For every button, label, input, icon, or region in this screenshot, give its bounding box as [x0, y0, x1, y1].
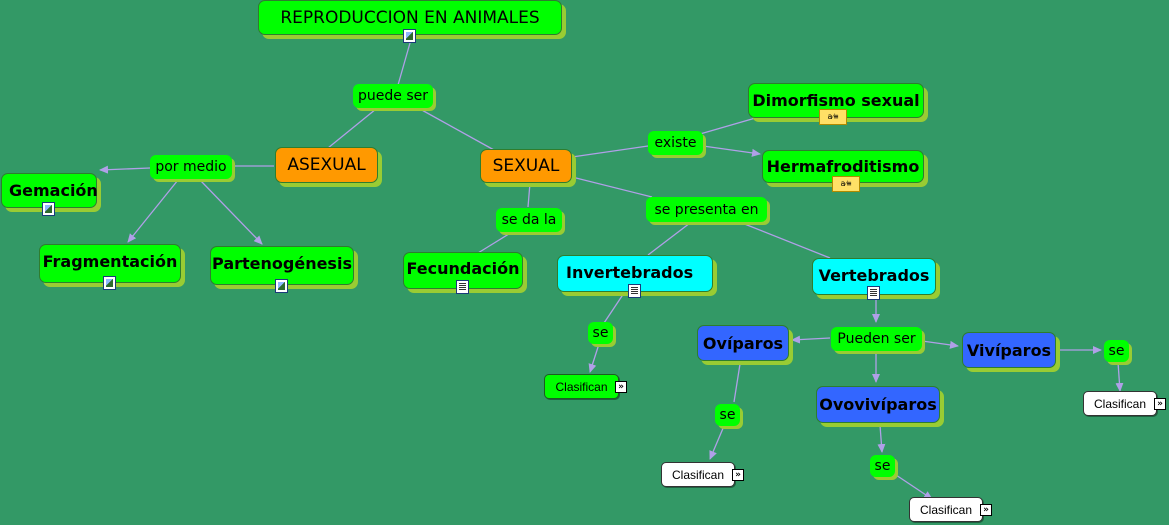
line-puedeser-asexual: [327, 108, 377, 149]
line-se-clasifican-invertebrados: [588, 343, 600, 373]
line-puedenser-oviparos: [791, 335, 831, 344]
link-puede-ser: puede ser: [353, 84, 433, 108]
line-sedala-fecundacion: [477, 231, 513, 254]
line-se-clasifican-ovoviviparos: [895, 474, 933, 500]
clasifican-button[interactable]: Clasifican: [1083, 391, 1157, 416]
line-sexual-sepresenta: [571, 176, 653, 198]
concept-dimorfismo-sexual[interactable]: Dimorfismo sexual: [748, 83, 924, 118]
double-chevron-icon[interactable]: »: [1154, 398, 1166, 410]
concept-sexual[interactable]: SEXUAL: [480, 149, 572, 183]
double-chevron-icon[interactable]: »: [980, 504, 992, 516]
document-resource-icon[interactable]: [456, 280, 469, 294]
line-sexual-existe: [571, 145, 649, 158]
line-se-clasifican-viviparos: [1115, 361, 1124, 392]
line-invertebrados-se: [603, 292, 625, 324]
double-chevron-icon[interactable]: »: [732, 469, 744, 481]
line-sepresenta-invertebrados: [647, 222, 691, 256]
concept-oviparos[interactable]: Ovíparos: [697, 325, 789, 361]
link-pueden-ser: Pueden ser: [831, 327, 922, 351]
line-existe-dimorfismo: [699, 113, 767, 135]
document-resource-icon[interactable]: [628, 284, 641, 298]
line-oviparos-se: [733, 363, 741, 403]
line-sepresenta-vertebrados: [741, 222, 831, 259]
concept-viviparos[interactable]: Vivíparos: [962, 332, 1056, 368]
image-resource-icon[interactable]: [42, 202, 55, 216]
concept-invertebrados[interactable]: Invertebrados: [557, 255, 713, 292]
double-chevron-icon[interactable]: »: [615, 381, 627, 393]
link-se: se: [1104, 340, 1129, 362]
concept-asexual[interactable]: ASEXUAL: [275, 147, 378, 183]
line-pormedio-fragmentacion: [127, 179, 179, 243]
link-se-presenta-en: se presenta en: [646, 197, 767, 222]
line-se-clasifican-oviparos: [709, 425, 725, 460]
line-existe-hermafroditismo: [702, 145, 761, 157]
image-resource-icon[interactable]: [275, 279, 288, 293]
clasifican-button[interactable]: Clasifican: [661, 462, 735, 487]
link-se-da-la: se da la: [496, 208, 562, 232]
line-pormedio-partenogenesis: [199, 179, 263, 245]
link-existe: existe: [648, 131, 703, 155]
line-ovoviviparos-se: [877, 424, 886, 453]
image-resource-icon[interactable]: [403, 29, 416, 43]
line-sexual-sedala: [527, 182, 531, 208]
line-title-puedeser: [397, 42, 411, 86]
image-resource-icon[interactable]: [103, 276, 116, 290]
document-resource-icon[interactable]: [867, 286, 880, 300]
link-se: se: [588, 322, 613, 344]
clasifican-button[interactable]: Clasifican: [909, 497, 983, 522]
concept-partenogenesis[interactable]: Partenogénesis: [210, 246, 354, 285]
line-puedenser-viviparos: [921, 340, 959, 349]
concept-ovoviviparos[interactable]: Ovovivíparos: [816, 386, 940, 423]
line-pormedio-gemacion: [99, 165, 151, 174]
clasifican-button[interactable]: Clasifican: [544, 374, 619, 399]
link-se: se: [715, 404, 740, 426]
annotation-resource-icon[interactable]: a⁄≡: [832, 176, 860, 192]
link-por-medio: por medio: [150, 155, 232, 179]
link-se: se: [870, 455, 895, 477]
line-puedeser-sexual: [419, 108, 495, 151]
annotation-resource-icon[interactable]: a⁄≡: [819, 109, 847, 125]
